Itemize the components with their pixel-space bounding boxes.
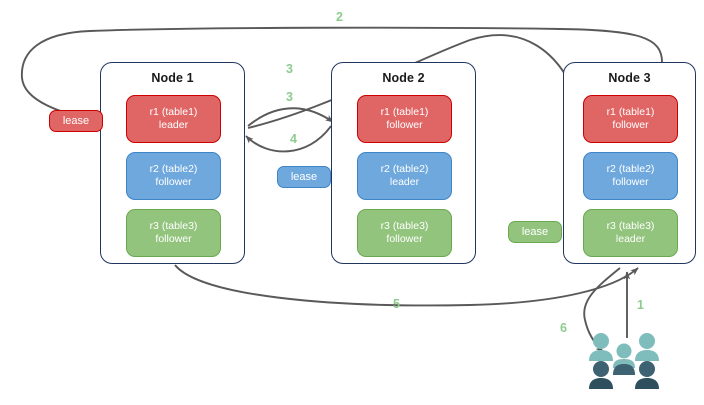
arrow-step-4 <box>245 125 332 153</box>
arrow-step-5 <box>174 264 639 307</box>
replica-range-label: r1 (table1) <box>380 106 429 118</box>
replica-r3[interactable]: r3 (table3) leader <box>583 209 678 257</box>
replica-r2[interactable]: r2 (table2) follower <box>126 152 221 200</box>
replica-role-label: follower <box>612 119 649 131</box>
replica-role-label: follower <box>612 176 649 188</box>
step-label-1: 1 <box>637 298 644 312</box>
replica-r3[interactable]: r3 (table3) follower <box>126 209 221 257</box>
step-label-2: 2 <box>336 10 343 24</box>
replica-role-label: leader <box>389 176 420 188</box>
replica-range-label: r3 (table3) <box>606 220 655 232</box>
node-title: Node 3 <box>608 71 651 85</box>
replica-role-label: follower <box>386 233 423 245</box>
lease-badge-green[interactable]: lease <box>508 221 562 243</box>
replica-role-label: leader <box>615 233 646 245</box>
replica-range-label: r1 (table1) <box>606 106 655 118</box>
replica-r3[interactable]: r3 (table3) follower <box>357 209 452 257</box>
replica-role-label: follower <box>155 176 192 188</box>
replica-r1[interactable]: r1 (table1) follower <box>357 95 452 143</box>
replica-role-label: follower <box>155 233 192 245</box>
step-label-4: 4 <box>290 132 297 146</box>
replica-r1[interactable]: r1 (table1) follower <box>583 95 678 143</box>
node-card-node1[interactable]: Node 1 r1 (table1) leader r2 (table2) fo… <box>100 62 245 264</box>
replica-range-label: r2 (table2) <box>380 163 429 175</box>
replica-range-label: r3 (table3) <box>149 220 198 232</box>
replica-range-label: r2 (table2) <box>149 163 198 175</box>
replica-range-label: r3 (table3) <box>380 220 429 232</box>
node-title: Node 2 <box>382 71 425 85</box>
replica-r2[interactable]: r2 (table2) leader <box>357 152 452 200</box>
users-front-row-icon <box>589 361 659 389</box>
node-card-node3[interactable]: Node 3 r1 (table1) follower r2 (table2) … <box>563 62 696 264</box>
step-label-6: 6 <box>560 321 567 335</box>
replica-r1[interactable]: r1 (table1) leader <box>126 95 221 143</box>
node-card-node2[interactable]: Node 2 r1 (table1) follower r2 (table2) … <box>331 62 476 264</box>
replica-range-label: r2 (table2) <box>606 163 655 175</box>
node-title: Node 1 <box>151 71 194 85</box>
replica-r2[interactable]: r2 (table2) follower <box>583 152 678 200</box>
step-label-5: 5 <box>393 297 400 311</box>
replica-role-label: follower <box>386 119 423 131</box>
lease-badge-blue[interactable]: lease <box>277 166 331 188</box>
step-label-3-upper: 3 <box>286 62 293 76</box>
arrow-step-3-to-node2 <box>247 107 334 127</box>
replica-role-label: leader <box>158 119 189 131</box>
lease-badge-red[interactable]: lease <box>49 110 103 132</box>
users-group-icon <box>589 333 659 389</box>
replica-range-label: r1 (table1) <box>149 106 198 118</box>
step-label-3-lower: 3 <box>286 90 293 104</box>
